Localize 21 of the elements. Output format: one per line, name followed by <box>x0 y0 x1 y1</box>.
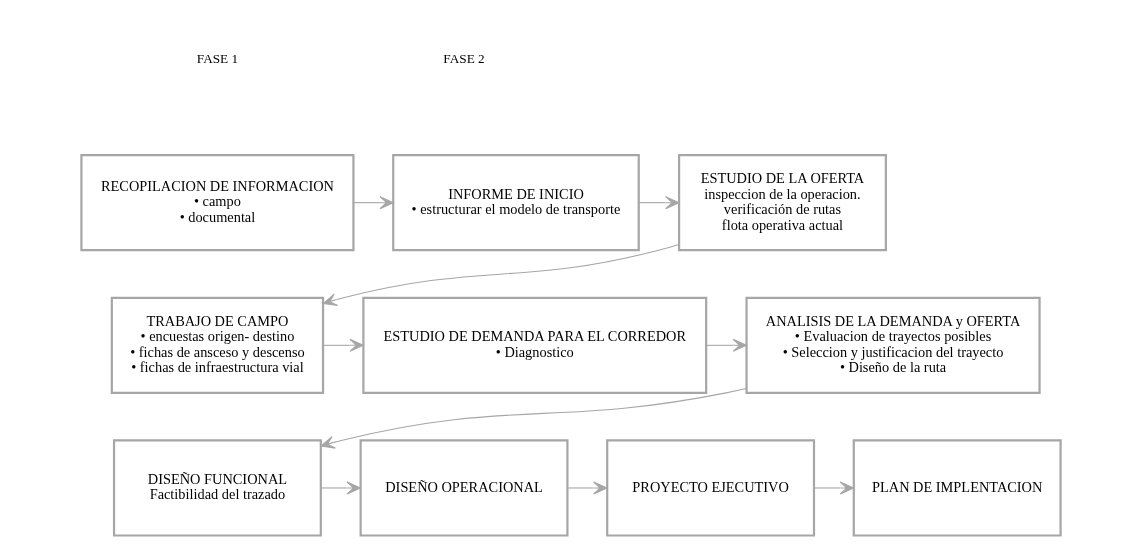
arrow <box>566 481 607 495</box>
node-box: PROYECTO EJECUTIVO <box>605 439 815 537</box>
node-box: RECOPILACION DE INFORMACION • campo • documental <box>79 154 355 252</box>
node-box: ANALISIS DE LA DEMANDA y OFERTA • Evaluacion de trayectos posibles • Seleccion y justificacion del trayecto • Diseño de la ruta <box>744 296 1041 394</box>
node-box: TRABAJO DE CAMPO • encuestas origen- destino • fichas de ansceso y descenso • fichas de infraestructura vial <box>110 296 324 394</box>
node-box: PLAN DE IMPLENTACION <box>852 439 1062 537</box>
node-box: ESTUDIO DE DEMANDA PARA EL CORREDOR • Diagnostico <box>361 296 707 394</box>
node-box: INFORME DE INICIO • estructurar el modelo de transporte <box>391 154 640 252</box>
arrow <box>322 338 364 352</box>
arrow <box>319 388 747 449</box>
node-box: DISEÑO OPERACIONAL <box>359 439 568 537</box>
arrow <box>637 196 679 210</box>
label: FASE 2 <box>442 51 485 67</box>
node-box: ESTUDIO DE LA OFERTA inspeccion de la operacion. verificación de rutas flota operativa actual <box>677 154 887 252</box>
arrow <box>705 338 747 352</box>
arrow <box>813 481 854 495</box>
arrow <box>352 196 394 210</box>
label: FASE 1 <box>196 51 238 67</box>
node-box: DISEÑO FUNCIONAL Factibilidad del trazado <box>112 439 322 537</box>
arrow <box>322 243 679 307</box>
arrow <box>319 481 361 495</box>
